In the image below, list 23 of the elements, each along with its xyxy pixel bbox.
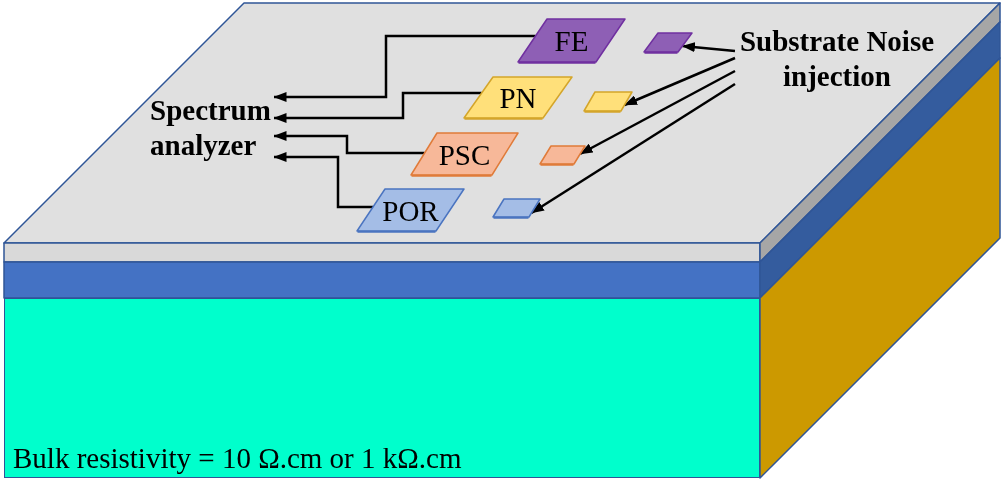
pad-label: POR [382,196,439,226]
pad-label: FE [554,27,589,56]
arrow [579,69,736,156]
arrow [273,131,425,155]
resistivity-note: Bulk resistivity = 10 Ω.cm or 1 kΩ.cm [13,444,462,473]
circuit-block-pad [464,77,572,120]
bulk-substrate-layer [4,298,760,478]
injection-pad [584,92,632,113]
arrow [273,152,373,209]
injection-pad [540,146,585,166]
injection-pad [644,33,692,54]
circuit-block-pad [411,133,518,177]
arrow [273,34,536,102]
circuit-block-pad [357,189,464,233]
pad-label: PN [499,84,537,113]
arrow [530,82,736,215]
injection-pad [493,199,540,219]
pad-label: PSC [438,140,491,170]
arrow [273,91,482,123]
annotation-text: Spectrum analyzer [150,93,274,163]
circuit-block-pad [518,19,625,64]
arrow [624,56,736,107]
annotation-text: Substrate Noise injection [735,24,939,94]
